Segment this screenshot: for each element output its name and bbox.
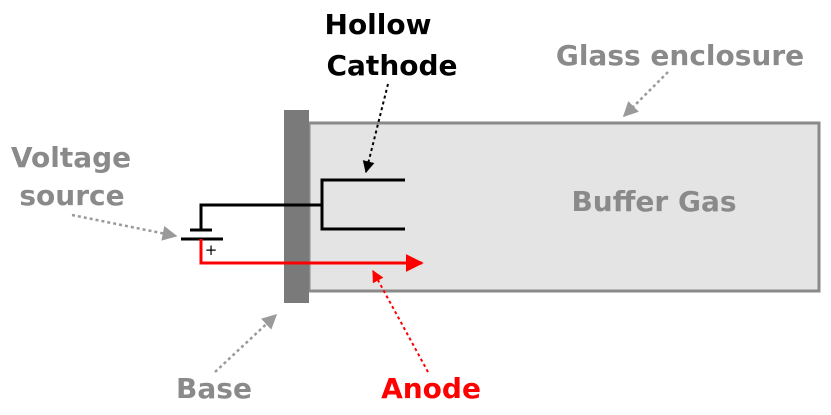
voltage-source-label-line1: Voltage <box>11 141 131 174</box>
hollow-cathode-label-line2: Cathode <box>326 49 457 82</box>
glass-enclosure <box>307 121 821 293</box>
anode-wire <box>199 239 424 272</box>
battery-icon <box>181 228 223 241</box>
buffer-gas-label: Buffer Gas <box>571 185 736 218</box>
hollow-cathode-label-line1: Hollow <box>325 8 432 41</box>
base-pointer <box>214 313 278 373</box>
anode-pointer <box>372 269 429 373</box>
cathode-wire <box>199 203 322 230</box>
battery-plus-label: + <box>205 241 218 259</box>
voltage-source-label-line2: source <box>19 179 124 212</box>
voltage-source-pointer <box>71 213 178 241</box>
glass-enclosure-label: Glass enclosure <box>556 39 804 72</box>
base-label: Base <box>176 372 252 405</box>
anode-label: Anode <box>381 372 481 405</box>
glass-enclosure-pointer <box>622 71 669 118</box>
